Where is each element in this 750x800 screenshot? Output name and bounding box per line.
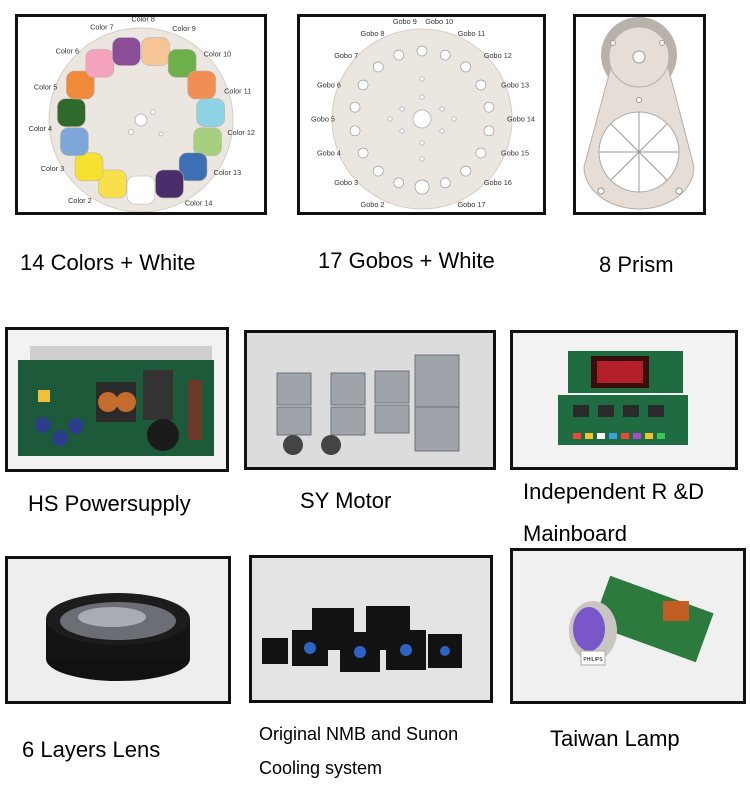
gobo-label: Gobo 4	[317, 148, 341, 157]
color-swatch	[167, 49, 197, 78]
gobo-label: Gobo 6	[317, 81, 341, 90]
lens-photo	[5, 556, 231, 704]
mainboard-caption-line1: Independent R &D	[523, 479, 705, 504]
motor-caption: SY Motor	[300, 488, 392, 513]
gobo-slot	[475, 147, 487, 159]
cooling-photo	[249, 555, 493, 703]
gobo-slot	[460, 61, 472, 73]
lamp-image: PHILIPS	[513, 551, 743, 701]
gobo-wheel-caption: 17 Gobos + White	[318, 248, 495, 273]
gobo-slot	[393, 49, 405, 61]
gobo-slot	[439, 49, 451, 61]
gobo-slot	[475, 79, 487, 91]
color-swatch	[178, 152, 208, 182]
gobo-slot	[460, 165, 472, 177]
gobo-label: Gobo 17	[458, 200, 486, 209]
color-label: Color 5	[34, 82, 58, 91]
color-wheel-caption: 14 Colors + White	[20, 250, 196, 275]
gobo-label: Gobo 12	[484, 51, 512, 60]
lamp-brand-text: PHILIPS	[583, 657, 603, 663]
gobo-slot	[393, 177, 405, 189]
color-swatch	[126, 175, 156, 205]
color-label: Color 6	[56, 46, 80, 55]
color-label: Color 12	[227, 128, 255, 137]
color-swatch	[60, 127, 89, 156]
gobo-label: Gobo 16	[484, 178, 512, 187]
gobo-slot	[357, 79, 369, 91]
color-swatch	[196, 98, 225, 127]
color-label: Color 13	[214, 168, 242, 177]
color-label: Color 7	[90, 22, 114, 31]
gobo-slot	[372, 61, 384, 73]
color-swatch	[66, 70, 95, 100]
powersupply-image	[8, 330, 226, 469]
lamp-photo: PHILIPS	[510, 548, 746, 704]
lamp-caption: Taiwan Lamp	[550, 726, 680, 751]
color-label: Color 11	[224, 86, 251, 95]
gobo-label: Gobo 5	[311, 115, 335, 124]
mainboard-image	[513, 333, 735, 467]
prism-diagram	[576, 17, 703, 212]
gobo-slot	[414, 179, 430, 195]
color-swatch	[193, 127, 222, 156]
gobo-label: Gobo 11	[458, 29, 485, 38]
color-swatch	[155, 169, 184, 199]
gobo-slot	[439, 177, 451, 189]
lens-caption: 6 Layers Lens	[22, 737, 161, 762]
color-label: Color 4	[29, 124, 53, 133]
gobo-slot	[483, 101, 495, 113]
color-label: Color 10	[204, 50, 232, 59]
motor-photo	[244, 330, 496, 470]
color-swatch	[187, 70, 216, 100]
cooling-image	[252, 558, 490, 700]
gobo-label: Gobo 7	[334, 51, 358, 60]
color-swatch	[85, 49, 115, 78]
color-label: Color 9	[172, 24, 196, 33]
color-swatch	[57, 98, 86, 127]
color-swatch	[74, 152, 104, 182]
gobo-label: Gobo 3	[334, 178, 358, 187]
gobo-slot	[483, 125, 495, 137]
color-label: Color 14	[185, 198, 213, 207]
gobo-slot	[416, 45, 428, 57]
color-swatch	[141, 37, 170, 66]
color-swatch	[112, 37, 141, 66]
gobo-label: Gobo 8	[361, 29, 385, 38]
gobo-label: Gobo 9	[393, 17, 417, 26]
gobo-label: Gobo 15	[501, 148, 529, 157]
mainboard-photo	[510, 330, 738, 470]
gobo-label: Gobo 2	[361, 200, 385, 209]
cooling-caption-line2: Cooling system	[259, 758, 383, 778]
powersupply-caption: HS Powersupply	[28, 491, 191, 516]
color-label: Color 3	[41, 164, 65, 173]
gobo-slot	[349, 125, 361, 137]
lens-image	[8, 559, 228, 701]
prism-caption: 8 Prism	[599, 252, 674, 277]
gobo-label: Gobo 10	[425, 17, 453, 26]
color-swatch	[98, 169, 127, 199]
gobo-label: Gobo 13	[501, 81, 529, 90]
prism-panel	[573, 14, 706, 215]
gobo-label: Gobo 14	[507, 115, 535, 124]
gobo-slot	[349, 101, 361, 113]
motor-image	[247, 333, 493, 467]
powersupply-photo	[5, 327, 229, 472]
gobo-slot	[357, 147, 369, 159]
color-label: Color 8	[131, 17, 155, 24]
cooling-caption-line1: Original NMB and Sunon	[259, 724, 459, 744]
gobo-slot	[372, 165, 384, 177]
mainboard-caption-line2: Mainboard	[523, 521, 627, 546]
color-label: Color 2	[68, 196, 92, 205]
